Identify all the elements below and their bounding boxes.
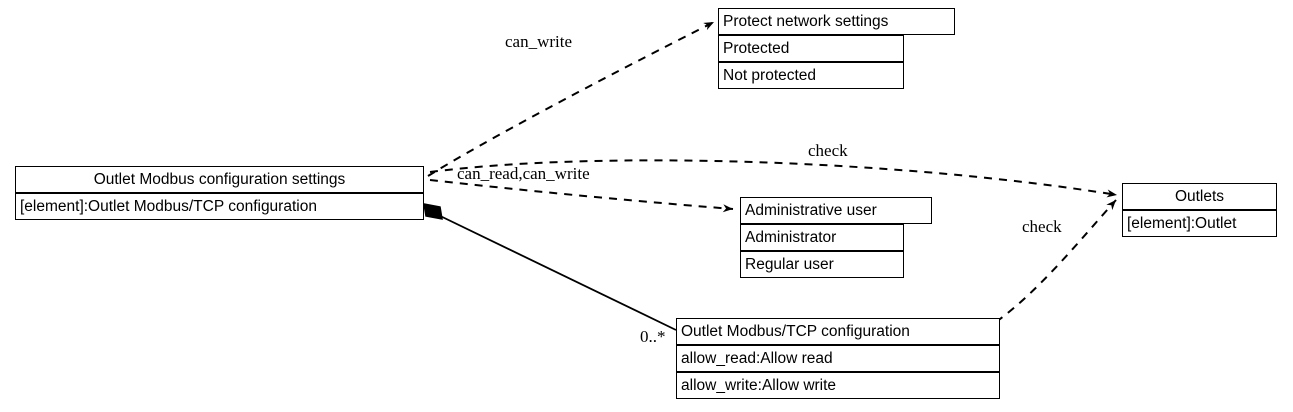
- node-attr-protect-network-settings-1: Not protected: [718, 62, 904, 89]
- edge-check-top: [429, 159, 1118, 198]
- node-attr-outlet-modbus-configuration-settings-0: [element]:Outlet Modbus/TCP configuratio…: [15, 193, 424, 220]
- node-attr-outlet-modbus-tcp-configuration-1: allow_write:Allow write: [676, 372, 1000, 399]
- node-title-outlet-modbus-configuration-settings: Outlet Modbus configuration settings: [15, 166, 424, 193]
- edge-label-can-write: can_write: [505, 32, 573, 51]
- node-attr-administrative-user-1: Regular user: [740, 251, 904, 278]
- edge-label-multiplicity: 0..*: [640, 327, 666, 346]
- edge-check-bottom: [995, 199, 1117, 323]
- node-title-administrative-user: Administrative user: [740, 197, 932, 224]
- edge-can-read-can-write: [429, 179, 734, 213]
- node-attr-outlet-modbus-tcp-configuration-0: allow_read:Allow read: [676, 345, 1000, 372]
- node-title-outlet-modbus-tcp-configuration: Outlet Modbus/TCP configuration: [676, 318, 1000, 345]
- node-attr-protect-network-settings-0: Protected: [718, 35, 904, 62]
- node-attr-outlets-0: [element]:Outlet: [1122, 210, 1277, 237]
- node-title-protect-network-settings: Protect network settings: [718, 8, 955, 35]
- composition-diamond-icon: [423, 203, 443, 220]
- edge-label-check-bottom: check: [1022, 217, 1062, 236]
- edge-label-check-top: check: [808, 141, 848, 160]
- node-title-outlets: Outlets: [1122, 183, 1277, 210]
- edge-can-write: [427, 21, 715, 177]
- edge-composition: [431, 211, 677, 331]
- node-attr-administrative-user-0: Administrator: [740, 224, 904, 251]
- edge-label-can-read-can-write: can_read,can_write: [457, 164, 590, 183]
